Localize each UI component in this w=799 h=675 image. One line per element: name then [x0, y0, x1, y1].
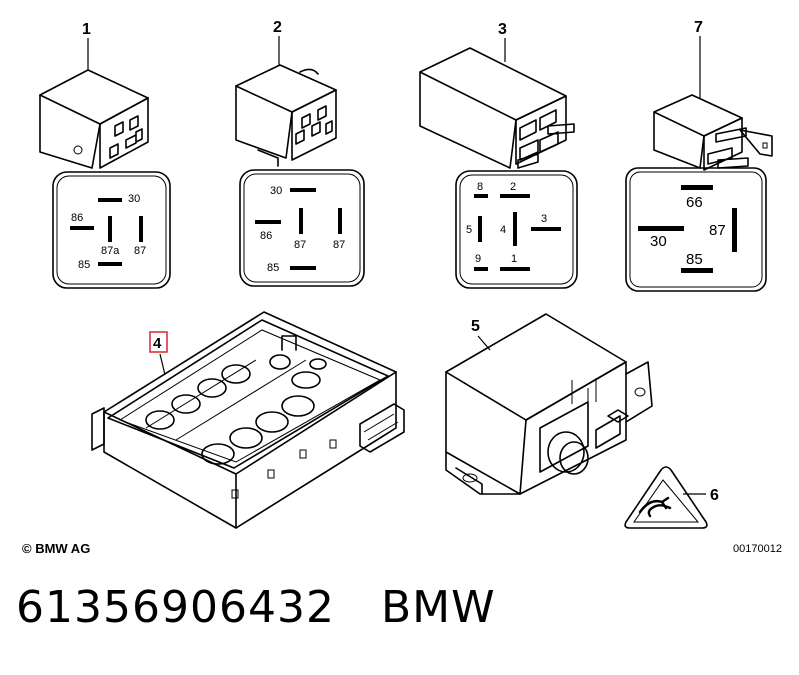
pin-label: 1: [511, 253, 517, 265]
pin-label: 85: [686, 251, 703, 268]
pin-label: 86: [260, 230, 272, 242]
pin-label: 30: [270, 185, 282, 197]
pin-label: 87a: [101, 245, 120, 257]
callout-1: 1: [82, 21, 91, 38]
copyright: © BMW AG: [22, 541, 91, 556]
relay-7-group[interactable]: 7 66 30 87 85: [625, 19, 773, 292]
relay-5-group[interactable]: 5: [445, 313, 653, 495]
relay-3-group[interactable]: 3 8 2 5 4 3 9 1: [419, 21, 578, 289]
pin-label: 2: [510, 181, 516, 193]
plug-icon: [638, 496, 672, 518]
pin-label: 4: [500, 224, 506, 236]
callout-7: 7: [694, 19, 703, 36]
pin-label: 9: [475, 253, 481, 265]
pin-label: 5: [466, 224, 472, 236]
shock-warning-icon: [624, 466, 708, 529]
warning-6-group[interactable]: 6: [624, 466, 719, 529]
pin-label: 66: [686, 194, 703, 211]
pin-label: 85: [267, 262, 279, 274]
pin-label: 87: [134, 245, 146, 257]
pin-label: 86: [71, 212, 83, 224]
callout-4: 4: [153, 335, 162, 352]
pin-label: 8: [477, 181, 483, 193]
doc-number: 00170012: [733, 543, 782, 555]
part-number: 61356906432: [16, 582, 335, 633]
pin-label: 3: [541, 213, 547, 225]
pin-label: 30: [128, 193, 140, 205]
part-title: 61356906432 BMW: [16, 582, 542, 633]
callout-6: 6: [710, 487, 719, 504]
callout-2: 2: [273, 19, 282, 36]
callout-5: 5: [471, 318, 480, 335]
pin-label: 85: [78, 259, 90, 271]
highlight-box: [149, 331, 168, 353]
pin-label: 87: [333, 239, 345, 251]
relay-1-group[interactable]: 1 30 86 87a 87 85: [39, 21, 171, 289]
pin-label: 30: [650, 233, 667, 250]
pin-label: 87: [709, 222, 726, 239]
relay-2-group[interactable]: 2 30 86 87 87 85: [235, 19, 365, 287]
pin-label: 87: [294, 239, 306, 251]
callout-3: 3: [498, 21, 507, 38]
relay-carrier-4-group[interactable]: 4: [91, 311, 405, 529]
brand: BMW: [380, 582, 496, 633]
